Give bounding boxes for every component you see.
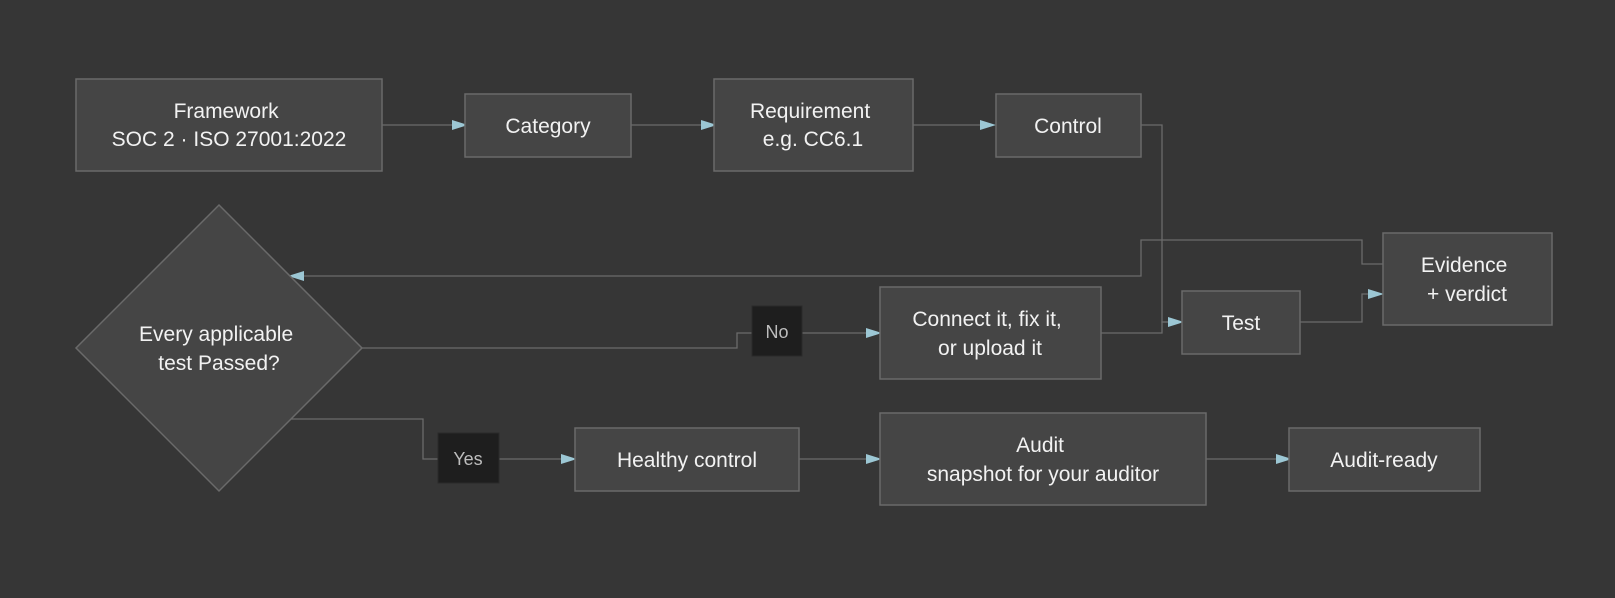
arrow-to-requirement [701, 120, 717, 130]
arrow-to-connect [866, 328, 882, 338]
svg-text:Framework SOC 2 · ISO 27: Framework SOC 2 · ISO 27001:2022 [112, 100, 347, 151]
audit-line-2: snapshot for your auditor [927, 463, 1159, 486]
evidence-line-2: + verdict [1427, 283, 1507, 306]
decision-line-2: test Passed? [158, 352, 279, 375]
arrow-to-healthy [561, 454, 577, 464]
node-evidence: Evidence + verdict [1382, 232, 1553, 326]
test-label: Test [1222, 312, 1261, 335]
node-category: Category [464, 93, 632, 158]
evidence-line-1: Evidence [1421, 254, 1507, 277]
node-framework: Framework SOC 2 · ISO 27001:2022 [75, 78, 383, 172]
edge-label-no: No [751, 305, 803, 357]
edge-connect-test [1101, 321, 1176, 334]
edge-decision-yes [289, 418, 438, 460]
node-healthy-control: Healthy control [574, 427, 800, 492]
framework-line-1: Framework [174, 100, 280, 123]
node-control: Control [995, 93, 1142, 158]
arrow-to-audit [866, 454, 882, 464]
control-label: Control [1034, 115, 1102, 138]
decision-line-1: Every applicable [139, 323, 293, 346]
arrow-to-evidence [1368, 289, 1384, 299]
node-connect: Connect it, fix it, or upload it [879, 286, 1102, 380]
edge-test-evidence [1300, 293, 1374, 323]
edge-decision-no [362, 332, 752, 349]
arrow-to-decision [288, 271, 304, 281]
arrow-to-category [452, 120, 468, 130]
audit-ready-label: Audit-ready [1330, 449, 1438, 472]
connect-line-2: or upload it [938, 337, 1042, 360]
node-decision: Every applicable test Passed? [74, 203, 364, 493]
healthy-control-label: Healthy control [617, 449, 757, 472]
arrowheads [288, 120, 1384, 464]
category-label: Category [505, 115, 591, 138]
edge-evidence-decision [298, 239, 1383, 277]
node-test: Test [1181, 290, 1301, 355]
svg-text:Audit snapshot for your: Audit snapshot for your auditor [927, 434, 1159, 486]
node-audit: Audit snapshot for your auditor [879, 412, 1207, 506]
edge-label-yes: Yes [437, 432, 500, 484]
node-requirement: Requirement e.g. CC6.1 [713, 78, 914, 172]
node-audit-ready: Audit-ready [1288, 427, 1481, 492]
arrow-to-audit-ready [1276, 454, 1292, 464]
requirement-line-1: Requirement [750, 100, 870, 123]
requirement-line-2: e.g. CC6.1 [763, 128, 863, 151]
svg-text:Evidence + verdict: Evidence + verdict [1421, 254, 1513, 306]
edges [289, 124, 1383, 460]
audit-line-1: Audit [1016, 434, 1064, 457]
framework-line-2: SOC 2 · ISO 27001:2022 [112, 128, 347, 151]
connect-line-1: Connect it, fix it, [912, 308, 1061, 331]
edge-control-test [1141, 124, 1176, 323]
edge-label-yes-text: Yes [453, 449, 482, 469]
svg-text:Connect it, fix it, or u: Connect it, fix it, or upload it [912, 308, 1067, 360]
arrow-to-control [980, 120, 996, 130]
svg-text:Every applicable test Pa: Every applicable test Passed? [139, 323, 299, 375]
edge-label-no-text: No [765, 322, 788, 342]
arrow-to-test [1168, 317, 1184, 327]
svg-text:Requirement e.g. CC6.1: Requirement e.g. CC6.1 [750, 100, 876, 151]
